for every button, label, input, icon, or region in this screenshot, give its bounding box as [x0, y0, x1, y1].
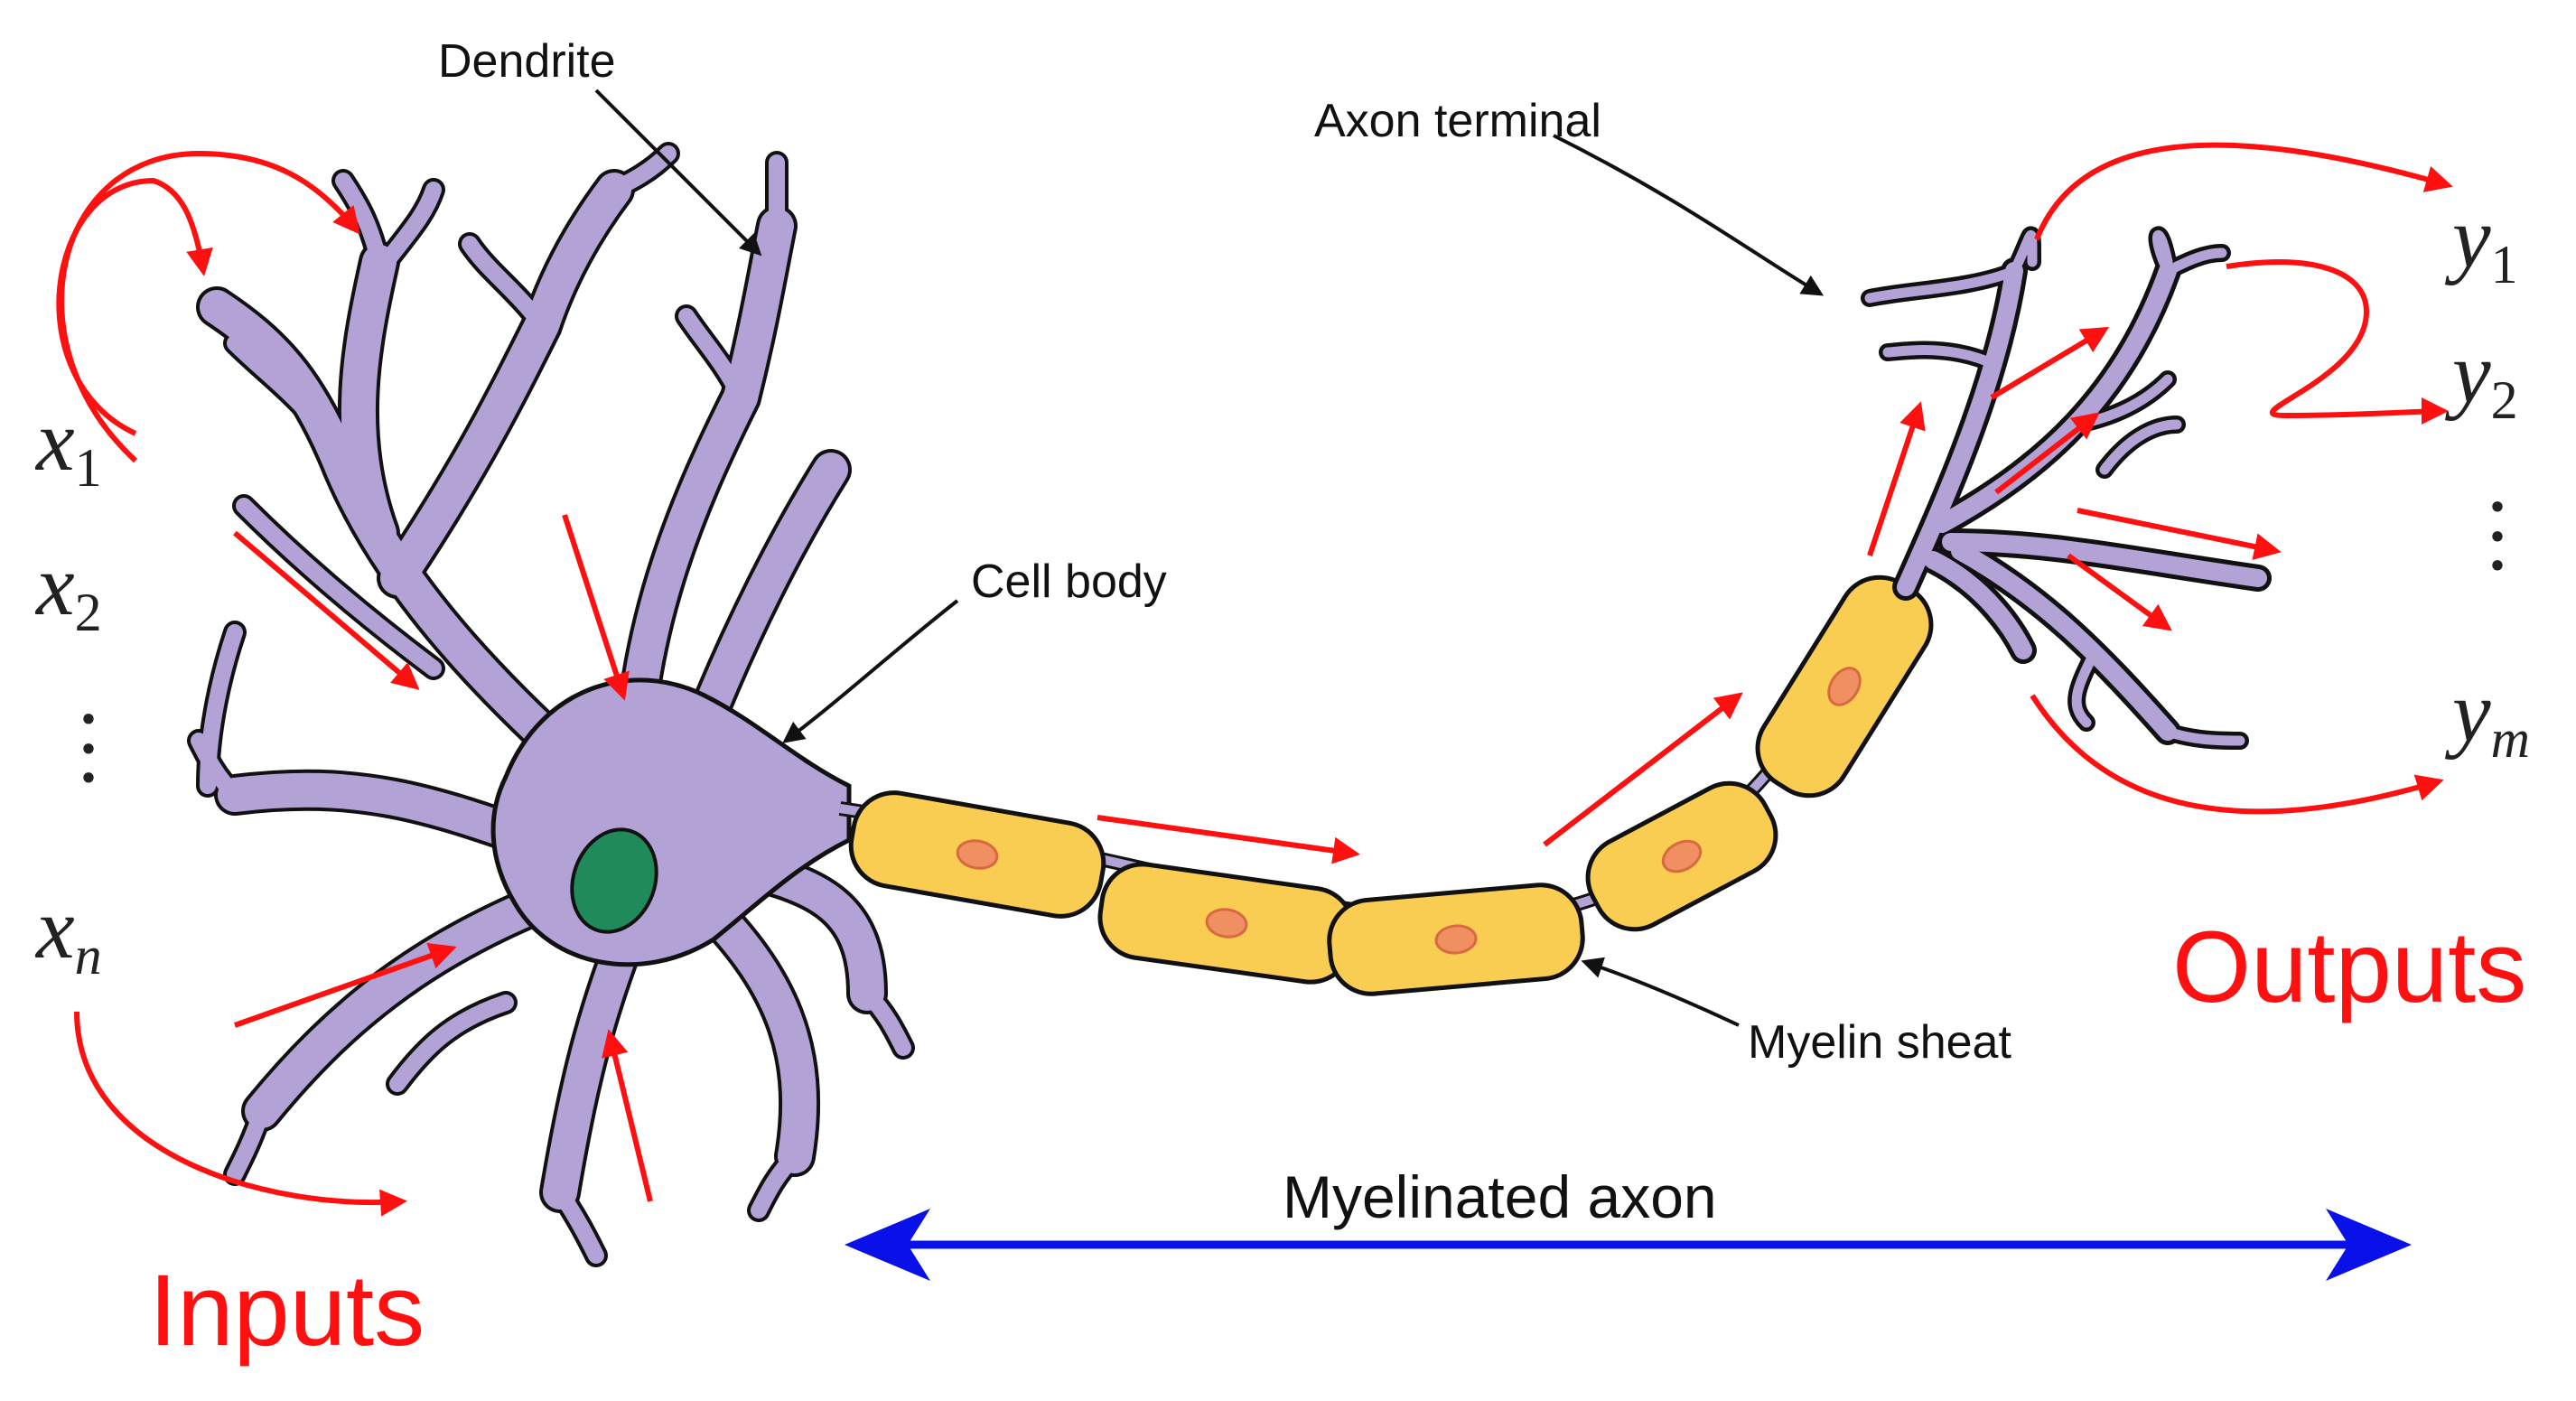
axon-terminal-callout [1553, 134, 1825, 296]
input-xn: xn [36, 880, 102, 985]
input-arrow-xn [74, 1011, 407, 1217]
dendrite-arrow-3 [233, 942, 457, 1028]
terminal-arrow-3 [2077, 508, 2282, 560]
terminal-arrow-1 [1990, 326, 2110, 400]
myelinated-axon-span-arrow [845, 1209, 2412, 1281]
myelin-sheath-callout [1581, 957, 1740, 1027]
myelinated-axon-label: Myelinated axon [1283, 1163, 1717, 1230]
cell-body [490, 677, 852, 967]
output-arrow-y1 [2034, 142, 2453, 241]
output-ym: ym [2452, 663, 2530, 769]
axon-arrow-1 [1097, 815, 1360, 864]
axon-terminal [1861, 226, 2272, 750]
input-x2: x2 [36, 537, 102, 642]
signal-flow-arrows [56, 142, 2453, 1217]
axon-arrow-3 [1867, 401, 1926, 556]
output-y1: y1 [2452, 189, 2518, 294]
neuron-dendrites [187, 142, 915, 1267]
dendrite-label: Dendrite [438, 35, 616, 88]
dendrite-arrow-2 [562, 514, 630, 701]
dendrite-callout [594, 89, 762, 257]
cell-body-label: Cell body [971, 556, 1167, 608]
axon [838, 574, 1934, 996]
dendrite-arrow-1 [233, 530, 420, 690]
outputs-label: Outputs [2172, 911, 2527, 1023]
output-arrow-y2 [2226, 259, 2449, 425]
axon-terminal-label: Axon terminal [1314, 95, 1601, 147]
myelin-sheath-label: Myelin sheat [1748, 1016, 2011, 1069]
nucleus [570, 827, 658, 934]
terminal-arrow-2 [1994, 412, 2100, 495]
cell-body-callout [782, 599, 959, 743]
input-arrow-x1-outer [59, 150, 360, 463]
inputs-label: Inputs [149, 1254, 425, 1367]
dendrite-arrow-4 [602, 1029, 653, 1202]
output-vertical-ellipsis: ··· [2483, 458, 2512, 614]
axon-arrow-2 [1543, 692, 1743, 847]
terminal-arrow-4 [2067, 553, 2172, 631]
input-x1: x1 [36, 392, 102, 498]
myelin-sheath-segments [848, 574, 1934, 996]
output-arrow-ym [2030, 694, 2444, 815]
input-vertical-ellipsis: ··· [74, 670, 103, 827]
callout-arrows [594, 89, 1825, 1027]
output-y2: y2 [2452, 324, 2518, 430]
